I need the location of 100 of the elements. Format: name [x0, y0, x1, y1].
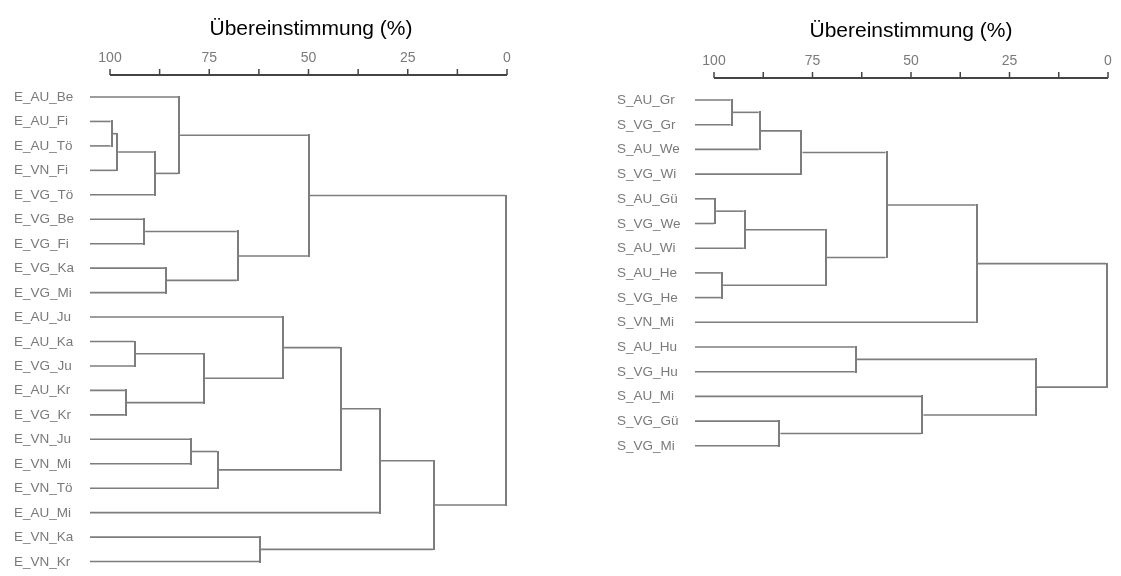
merge-bar [778, 420, 781, 447]
dendrogram-branch [89, 194, 155, 196]
dendrogram-branch [238, 255, 309, 257]
dendrogram-branch [694, 99, 732, 101]
leaf-label: S_VG_Wi [617, 165, 695, 184]
merge-bar [714, 197, 717, 225]
dendrogram-branch [694, 222, 715, 225]
leaf-label: E_AU_Ka [14, 332, 90, 351]
dendrogram-branch [977, 262, 1107, 265]
dendrogram-branch [89, 145, 112, 147]
leaf-label: S_VG_Mi [617, 436, 695, 455]
merge-bar [720, 271, 723, 299]
tick-label: 50 [300, 49, 317, 65]
dendrogram-branch [89, 96, 179, 98]
dendrogram-branch [89, 316, 283, 318]
leaf-label: E_VG_Ka [14, 259, 90, 278]
merge-bar [975, 203, 978, 324]
leaf-label: S_VG_Hu [617, 362, 695, 381]
leaf-label: S_AU_Gr [617, 91, 695, 109]
dendrogram-branch [801, 151, 887, 154]
dendrogram-branch [89, 267, 166, 269]
dendrogram-branch [218, 469, 341, 471]
merge-bar [730, 99, 733, 126]
merge-bar [307, 134, 310, 257]
dendrogram-branch [89, 242, 144, 245]
dendrogram-branch [111, 132, 117, 135]
merge-bar [236, 230, 239, 282]
merge-bar [124, 389, 127, 416]
dendrogram-branch [260, 548, 434, 551]
dendrogram-branch [694, 395, 923, 398]
dendrogram-branch [694, 321, 977, 324]
leaf-label: E_AU_Be [14, 88, 90, 106]
dendrogram-branch [722, 284, 826, 287]
dendrogram-branch [89, 536, 260, 538]
dendrogram-branch [694, 296, 722, 299]
dendrogram-branch [309, 194, 506, 197]
dendrogram-branch [166, 279, 238, 282]
axis-title: Übereinstimmung (%) [209, 16, 413, 40]
merge-bar [743, 210, 746, 250]
dendrogram-branch [89, 365, 135, 367]
dendrogram-branch [89, 560, 260, 563]
dendrogram-branch [89, 291, 166, 294]
leaf-label: S_AU_Wi [617, 239, 695, 258]
tick-label: 100 [702, 52, 726, 68]
tick-label: 0 [1104, 52, 1112, 68]
dendrogram-branch [694, 445, 780, 447]
dendrogram-branch [856, 358, 1036, 361]
dendrogram-branch [694, 370, 856, 373]
leaf-label: E_VN_Fi [14, 161, 90, 180]
merge-bar [1034, 358, 1037, 416]
merge-bar [164, 267, 167, 294]
merge-bar [378, 407, 381, 514]
leaf-label: E_VN_Tö [14, 479, 90, 498]
leaf-label: S_VG_He [617, 288, 695, 307]
merge-bar [153, 151, 156, 196]
merge-bar [216, 450, 219, 490]
merge-bar [178, 96, 181, 175]
tick-label: 0 [503, 49, 511, 65]
leaf-label: E_VG_Mi [14, 283, 90, 302]
merge-bar [1106, 262, 1109, 389]
dendrogram-branch [89, 218, 144, 221]
leaf-label: S_AU_Mi [617, 387, 695, 406]
leaf-label: E_VG_Ju [14, 356, 90, 375]
merge-bar [110, 120, 113, 147]
axis-title: Übereinstimmung (%) [809, 18, 1013, 42]
leaf-label: E_AU_Ju [14, 308, 90, 327]
merge-bar [259, 536, 262, 563]
dendrogram-branch [759, 130, 802, 132]
leaf-label: E_AU_Kr [14, 381, 90, 400]
dendrogram-branch [380, 459, 434, 462]
leaf-label: E_VN_Mi [14, 454, 90, 473]
merge-bar [203, 352, 206, 404]
tick-label: 50 [903, 52, 919, 68]
dendrogram-branch [826, 256, 887, 259]
dendrogram-branch [434, 504, 506, 506]
dendrogram-branch [126, 401, 204, 404]
leaf-label: S_AU_He [617, 263, 695, 282]
merge-bar [885, 151, 888, 259]
dendrogram-branch [341, 407, 380, 410]
dendrogram-branch [89, 414, 126, 416]
leaf-label: E_AU_Fi [14, 112, 90, 131]
leaf-label: S_VG_We [617, 214, 695, 233]
dendrogram-branch [89, 169, 117, 172]
dendrogram-branch [89, 438, 191, 441]
dendrogram-branch [715, 210, 745, 212]
leaf-label: S_VG_Gr [617, 115, 695, 134]
dendrogram-branch [155, 172, 179, 175]
leaf-label: E_AU_Tö [14, 136, 90, 155]
leaf-label: E_VN_Ju [14, 430, 90, 449]
merge-bar [282, 316, 285, 380]
leaf-label: E_VG_Kr [14, 405, 90, 424]
dendrogram-branch [779, 432, 923, 435]
merge-bar [143, 218, 146, 245]
dendrogram-branch [179, 134, 309, 136]
tick-label: 25 [1001, 52, 1018, 68]
dendrogram-branch [694, 198, 715, 200]
dendrogram-branch [694, 173, 802, 175]
leaf-label: E_VG_Be [14, 210, 90, 229]
tick-label: 100 [98, 49, 122, 65]
merge-bar [800, 129, 803, 176]
